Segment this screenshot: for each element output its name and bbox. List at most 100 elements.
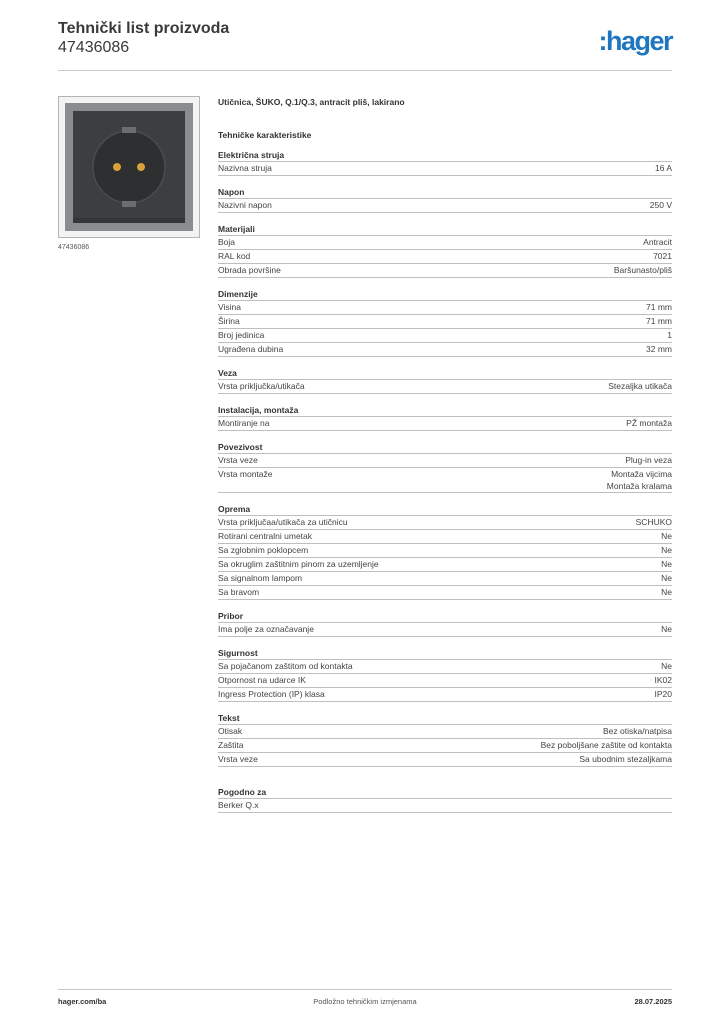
page-footer: hager.com/ba Podložno tehničkim izmjenam… <box>58 989 672 1006</box>
spec-label: Sa bravom <box>218 587 260 597</box>
spec-value: 71 mm <box>646 301 672 314</box>
group-title: Veza <box>218 367 672 380</box>
spec-label: Vrsta priključaa/utikača za utičnicu <box>218 517 348 527</box>
spec-value-line: Ne <box>661 573 672 583</box>
spec-value-line: Montaža vijcima <box>611 469 672 479</box>
footer-website: hager.com/ba <box>58 997 107 1006</box>
spec-row: Otpornost na udarce IK IK02 <box>218 674 672 688</box>
group-title: Povezivost <box>218 441 672 454</box>
product-number: 47436086 <box>58 39 130 56</box>
spec-value: 32 mm <box>646 343 672 356</box>
spec-label: Broj jedinica <box>218 330 265 340</box>
spec-label: Sa okruglim zaštitnim pinom za uzemljenj… <box>218 559 379 569</box>
spec-label: Boja <box>218 237 236 247</box>
spec-label: Nazivna struja <box>218 163 272 173</box>
spec-value-line: Bez otiska/natpisa <box>603 726 672 736</box>
spec-row: Boja Antracit <box>218 236 672 250</box>
spec-label: Obrada površine <box>218 265 281 275</box>
spec-label: Visina <box>218 302 241 312</box>
socket-hole-left <box>113 163 121 171</box>
spec-value-line: Ne <box>661 531 672 541</box>
spec-value-line: 7021 <box>653 251 672 261</box>
spec-label: Zaštita <box>218 740 244 750</box>
spec-value-line: Montaža kralama <box>606 481 672 491</box>
spec-value-line: Ne <box>661 587 672 597</box>
footer-date: 28.07.2025 <box>634 997 672 1006</box>
spec-value-line: 71 mm <box>646 316 672 326</box>
spec-value-line: IK02 <box>654 675 673 685</box>
spec-value: Sa ubodnim stezaljkama <box>579 753 672 766</box>
spec-row: Visina 71 mm <box>218 301 672 315</box>
spec-value-line: Plug-in veza <box>625 455 672 465</box>
spec-label: RAL kod <box>218 251 251 261</box>
spec-value-line: Ne <box>661 545 672 555</box>
section-heading: Tehničke karakteristike <box>218 130 312 140</box>
spec-value-line: PŽ montaža <box>626 418 672 428</box>
footer-disclaimer: Podložno tehničkim izmjenama <box>313 997 417 1006</box>
spec-label: Ima polje za označavanje <box>218 624 314 634</box>
spec-row: Nazivni napon 250 V <box>218 199 672 213</box>
spec-value-line: Antracit <box>643 237 672 247</box>
spec-value: Baršunasto/pliš <box>614 264 672 277</box>
spec-value: Bez otiska/natpisa <box>603 725 672 738</box>
spec-value: Ne <box>661 586 672 599</box>
socket-outlet-picture <box>65 103 193 231</box>
group-title: Pogodno za <box>218 786 672 799</box>
page-header: Tehnički list proizvoda 47436086 :hager <box>58 20 673 71</box>
socket-hole-right <box>137 163 145 171</box>
spec-value: Antracit <box>643 236 672 249</box>
spec-label: Vrsta veze <box>218 754 258 764</box>
spec-row: Obrada površine Baršunasto/pliš <box>218 264 672 278</box>
plate-edge <box>73 218 185 223</box>
spec-value-line: 16 A <box>654 163 672 173</box>
spec-value-line: Ne <box>661 661 672 671</box>
spec-value-line: Ne <box>661 559 672 569</box>
spec-label: Vrsta veze <box>218 455 258 465</box>
spec-label: Vrsta montaže <box>218 469 273 479</box>
spec-row: Nazivna struja 16 A <box>218 162 672 176</box>
spec-value: Stezaljka utikača <box>608 380 672 393</box>
spec-value: SCHUKO <box>636 516 672 529</box>
spec-value-line: 71 mm <box>646 302 672 312</box>
spec-value: 16 A <box>655 162 672 175</box>
spec-label: Otpornost na udarce IK <box>218 675 306 685</box>
spec-label: Montiranje na <box>218 418 270 428</box>
spec-row: Vrsta priključaa/utikača za utičnicu SCHU… <box>218 516 672 530</box>
spec-value: IK02 <box>655 674 673 687</box>
group-title: Materijali <box>218 223 672 236</box>
spec-row: Berker Q.x <box>218 799 672 813</box>
spec-label: Vrsta priključka/utikača <box>218 381 305 391</box>
spec-value: Ne <box>661 660 672 673</box>
spec-value-line: Sa ubodnim stezaljkama <box>579 754 672 764</box>
spec-value-line: Baršunasto/pliš <box>613 265 672 275</box>
spec-value: 71 mm <box>646 315 672 328</box>
spec-row: Vrsta veze Plug-in veza <box>218 454 672 468</box>
spec-value: Ne <box>661 558 672 571</box>
spec-value-line: 250 V <box>649 200 672 210</box>
spec-value: 7021 <box>653 250 672 263</box>
spec-value: Ne <box>661 623 672 636</box>
spec-value: 250 V <box>650 199 672 212</box>
spec-label: Nazivni napon <box>218 200 272 210</box>
document-title: Tehnički list proizvoda <box>58 20 230 37</box>
earth-clip-bottom <box>122 201 136 207</box>
spec-value: PŽ montaža <box>626 417 672 430</box>
specifications: Utičnica, ŠUKO, Q.1/Q.3, antracit pliš, … <box>218 97 672 823</box>
spec-value-line: SCHUKO <box>635 517 672 527</box>
